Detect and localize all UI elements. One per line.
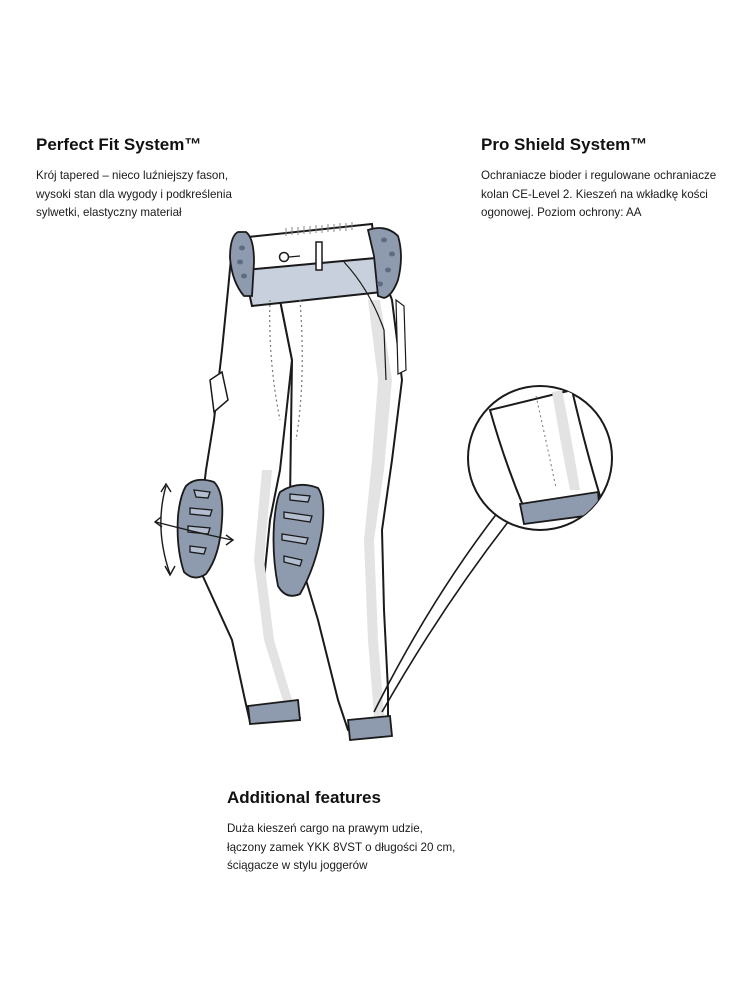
additional-features-title: Additional features [227, 788, 381, 807]
adjust-arrows-icon [153, 482, 235, 577]
perfect-fit-line: sylwetki, elastyczny materiał [36, 206, 182, 219]
additional-features-description: Duża kieszeń cargo na prawym udzie, łącz… [227, 820, 455, 876]
cuffs [247, 698, 393, 741]
pants-shading [254, 300, 392, 716]
pro-shield-description: Ochraniacze bioder i regulowane ochrania… [481, 167, 716, 223]
waistband-texture [285, 222, 353, 236]
waistband [236, 222, 384, 308]
perfect-fit-title: Perfect Fit System™ [36, 135, 202, 154]
callout-lines [373, 511, 509, 713]
hip-armor [229, 227, 402, 299]
knee-armor-left [176, 478, 224, 579]
knee-armor-right [272, 483, 325, 597]
additional-features-line: ściągacze w stylu joggerów [227, 859, 368, 872]
perfect-fit-line: wysoki stan dla wygody i podkreślenia [36, 187, 232, 201]
pro-shield-line: kolan CE-Level 2. Kieszeń na wkładkę koś… [481, 187, 708, 201]
belt-loop [315, 241, 323, 271]
pro-shield-line: Ochraniacze bioder i regulowane ochrania… [481, 169, 717, 182]
pocket-seams [269, 261, 407, 441]
additional-features-line: Duża kieszeń cargo na prawym udzie, [227, 822, 423, 835]
waist-button [278, 251, 290, 263]
pro-shield-section: Pro Shield System™ Ochraniacze bioder i … [481, 135, 716, 223]
perfect-fit-line: Krój tapered – nieco luźniejszy fason, [36, 169, 229, 182]
pro-shield-title: Pro Shield System™ [481, 135, 648, 154]
additional-features-section: Additional features Duża kieszeń cargo n… [227, 788, 455, 876]
magnifier-detail-circle [467, 385, 613, 531]
additional-features-line: łączony zamek YKK 8VST o długości 20 cm, [227, 840, 456, 854]
pro-shield-line: ogonowej. Poziom ochrony: AA [481, 206, 642, 219]
perfect-fit-section: Perfect Fit System™ Krój tapered – nieco… [36, 135, 232, 223]
perfect-fit-description: Krój tapered – nieco luźniejszy fason, w… [36, 167, 232, 223]
cargo-pocket [209, 370, 229, 414]
